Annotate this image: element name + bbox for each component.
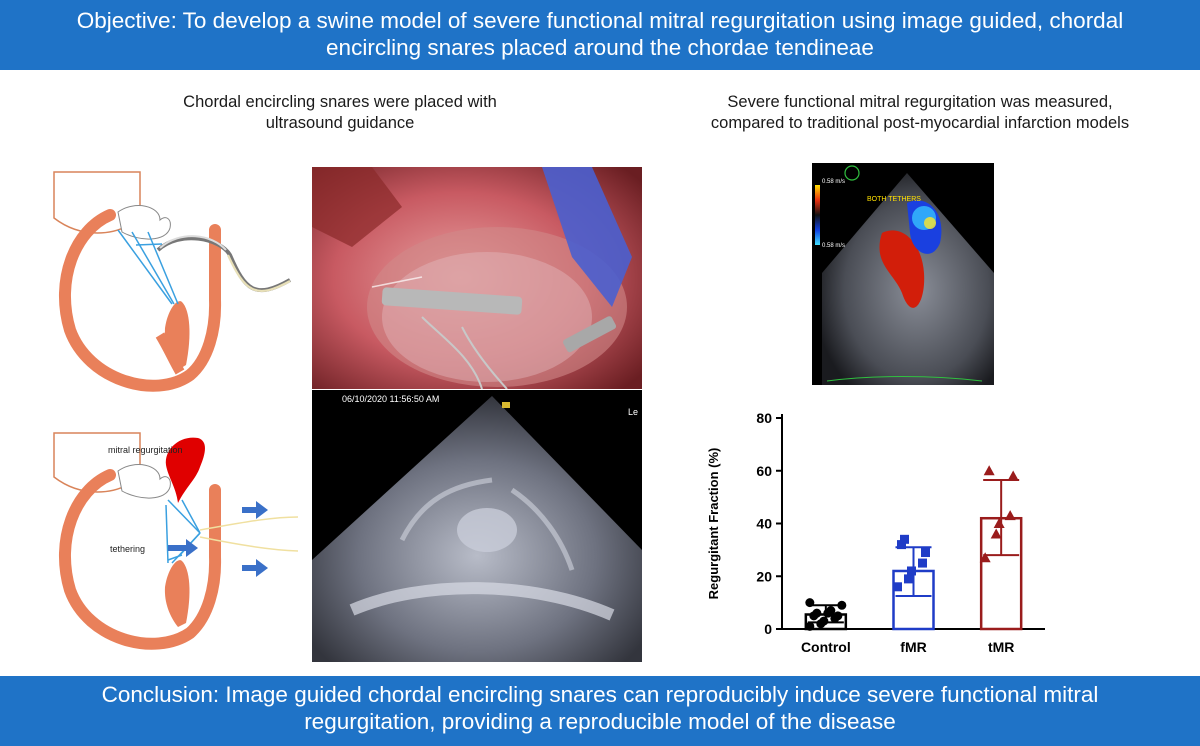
- data-point: [900, 534, 909, 544]
- caption-left-line-2: ultrasound guidance: [265, 114, 415, 132]
- data-point: [826, 606, 836, 616]
- x-tick-label: tMR: [988, 639, 1014, 655]
- data-point: [907, 566, 916, 576]
- y-tick-label: 20: [756, 568, 772, 584]
- caption-left: Chordal encircling snares were placed wi…: [110, 92, 570, 134]
- conclusion-banner: Conclusion: Image guided chordal encircl…: [0, 676, 1200, 746]
- arrow-right-icon: [242, 559, 268, 577]
- x-tick-label: fMR: [900, 639, 926, 655]
- doppler-scale-top: 0.58 m/s: [822, 179, 845, 185]
- caption-right-line-2: compared to traditional post-myocardial …: [710, 114, 1130, 132]
- caption-left-line-1: Chordal encircling snares were placed wi…: [183, 93, 497, 111]
- ultrasound-image: 06/10/2020 11:56:50 AM Le: [312, 390, 642, 662]
- y-tick-label: 0: [764, 621, 772, 637]
- data-point: [837, 600, 847, 610]
- data-point: [1007, 470, 1019, 481]
- ultrasound-corner-label: Le: [628, 407, 638, 417]
- data-point: [833, 611, 843, 621]
- y-tick-label: 80: [756, 410, 772, 426]
- y-tick-label: 60: [756, 463, 772, 479]
- data-point: [812, 608, 822, 618]
- conclusion-line-1: Conclusion: Image guided chordal encircl…: [101, 682, 1099, 707]
- data-point: [893, 582, 902, 592]
- doppler-echo-image: 0.58 m/s 0.58 m/s BOTH TETHERS: [812, 163, 994, 385]
- data-point: [805, 598, 815, 608]
- conclusion-line-2: regurgitation, providing a reproducible …: [304, 709, 896, 734]
- data-point: [805, 621, 815, 631]
- tethering-arrow-icon: [168, 539, 198, 557]
- x-tick-label: Control: [801, 639, 851, 655]
- label-tethering: tethering: [110, 544, 145, 554]
- data-point: [990, 528, 1002, 539]
- doppler-label: BOTH TETHERS: [867, 196, 921, 203]
- data-point: [993, 518, 1005, 528]
- ultrasound-timestamp: 06/10/2020 11:56:50 AM: [342, 394, 439, 404]
- caption-right-line-1: Severe functional mitral regurgitation w…: [727, 93, 1113, 111]
- regurgitant-fraction-chart: Regurgitant Fraction (%) 0 20 40 60 80Contro…: [706, 410, 1045, 655]
- objective-banner: Objective: To develop a swine model of s…: [0, 0, 1200, 70]
- data-point: [979, 552, 991, 563]
- data-point: [983, 465, 995, 476]
- data-point: [1004, 510, 1016, 521]
- marker-icon: [502, 402, 510, 408]
- arrow-right-icon: [242, 501, 268, 519]
- chart-y-axis-label: Regurgitant Fraction (%): [706, 448, 721, 600]
- label-mitral-regurgitation: mitral regurgitation: [108, 445, 183, 455]
- data-point: [918, 558, 927, 568]
- data-point: [819, 616, 829, 626]
- data-point: [904, 574, 913, 584]
- heart-diagram-tethering: mitral regurgitation tethering: [53, 432, 299, 650]
- data-point: [897, 540, 906, 550]
- surgical-photo: [312, 167, 642, 389]
- heart-diagram-snare: [53, 171, 291, 392]
- y-tick-label: 40: [756, 516, 772, 532]
- objective-line-2: encircling snares placed around the chor…: [326, 35, 874, 60]
- doppler-scale-bottom: 0.58 m/s: [822, 243, 845, 249]
- caption-right: Severe functional mitral regurgitation w…: [650, 92, 1190, 134]
- data-point: [921, 548, 930, 558]
- objective-line-1: Objective: To develop a swine model of s…: [76, 8, 1124, 33]
